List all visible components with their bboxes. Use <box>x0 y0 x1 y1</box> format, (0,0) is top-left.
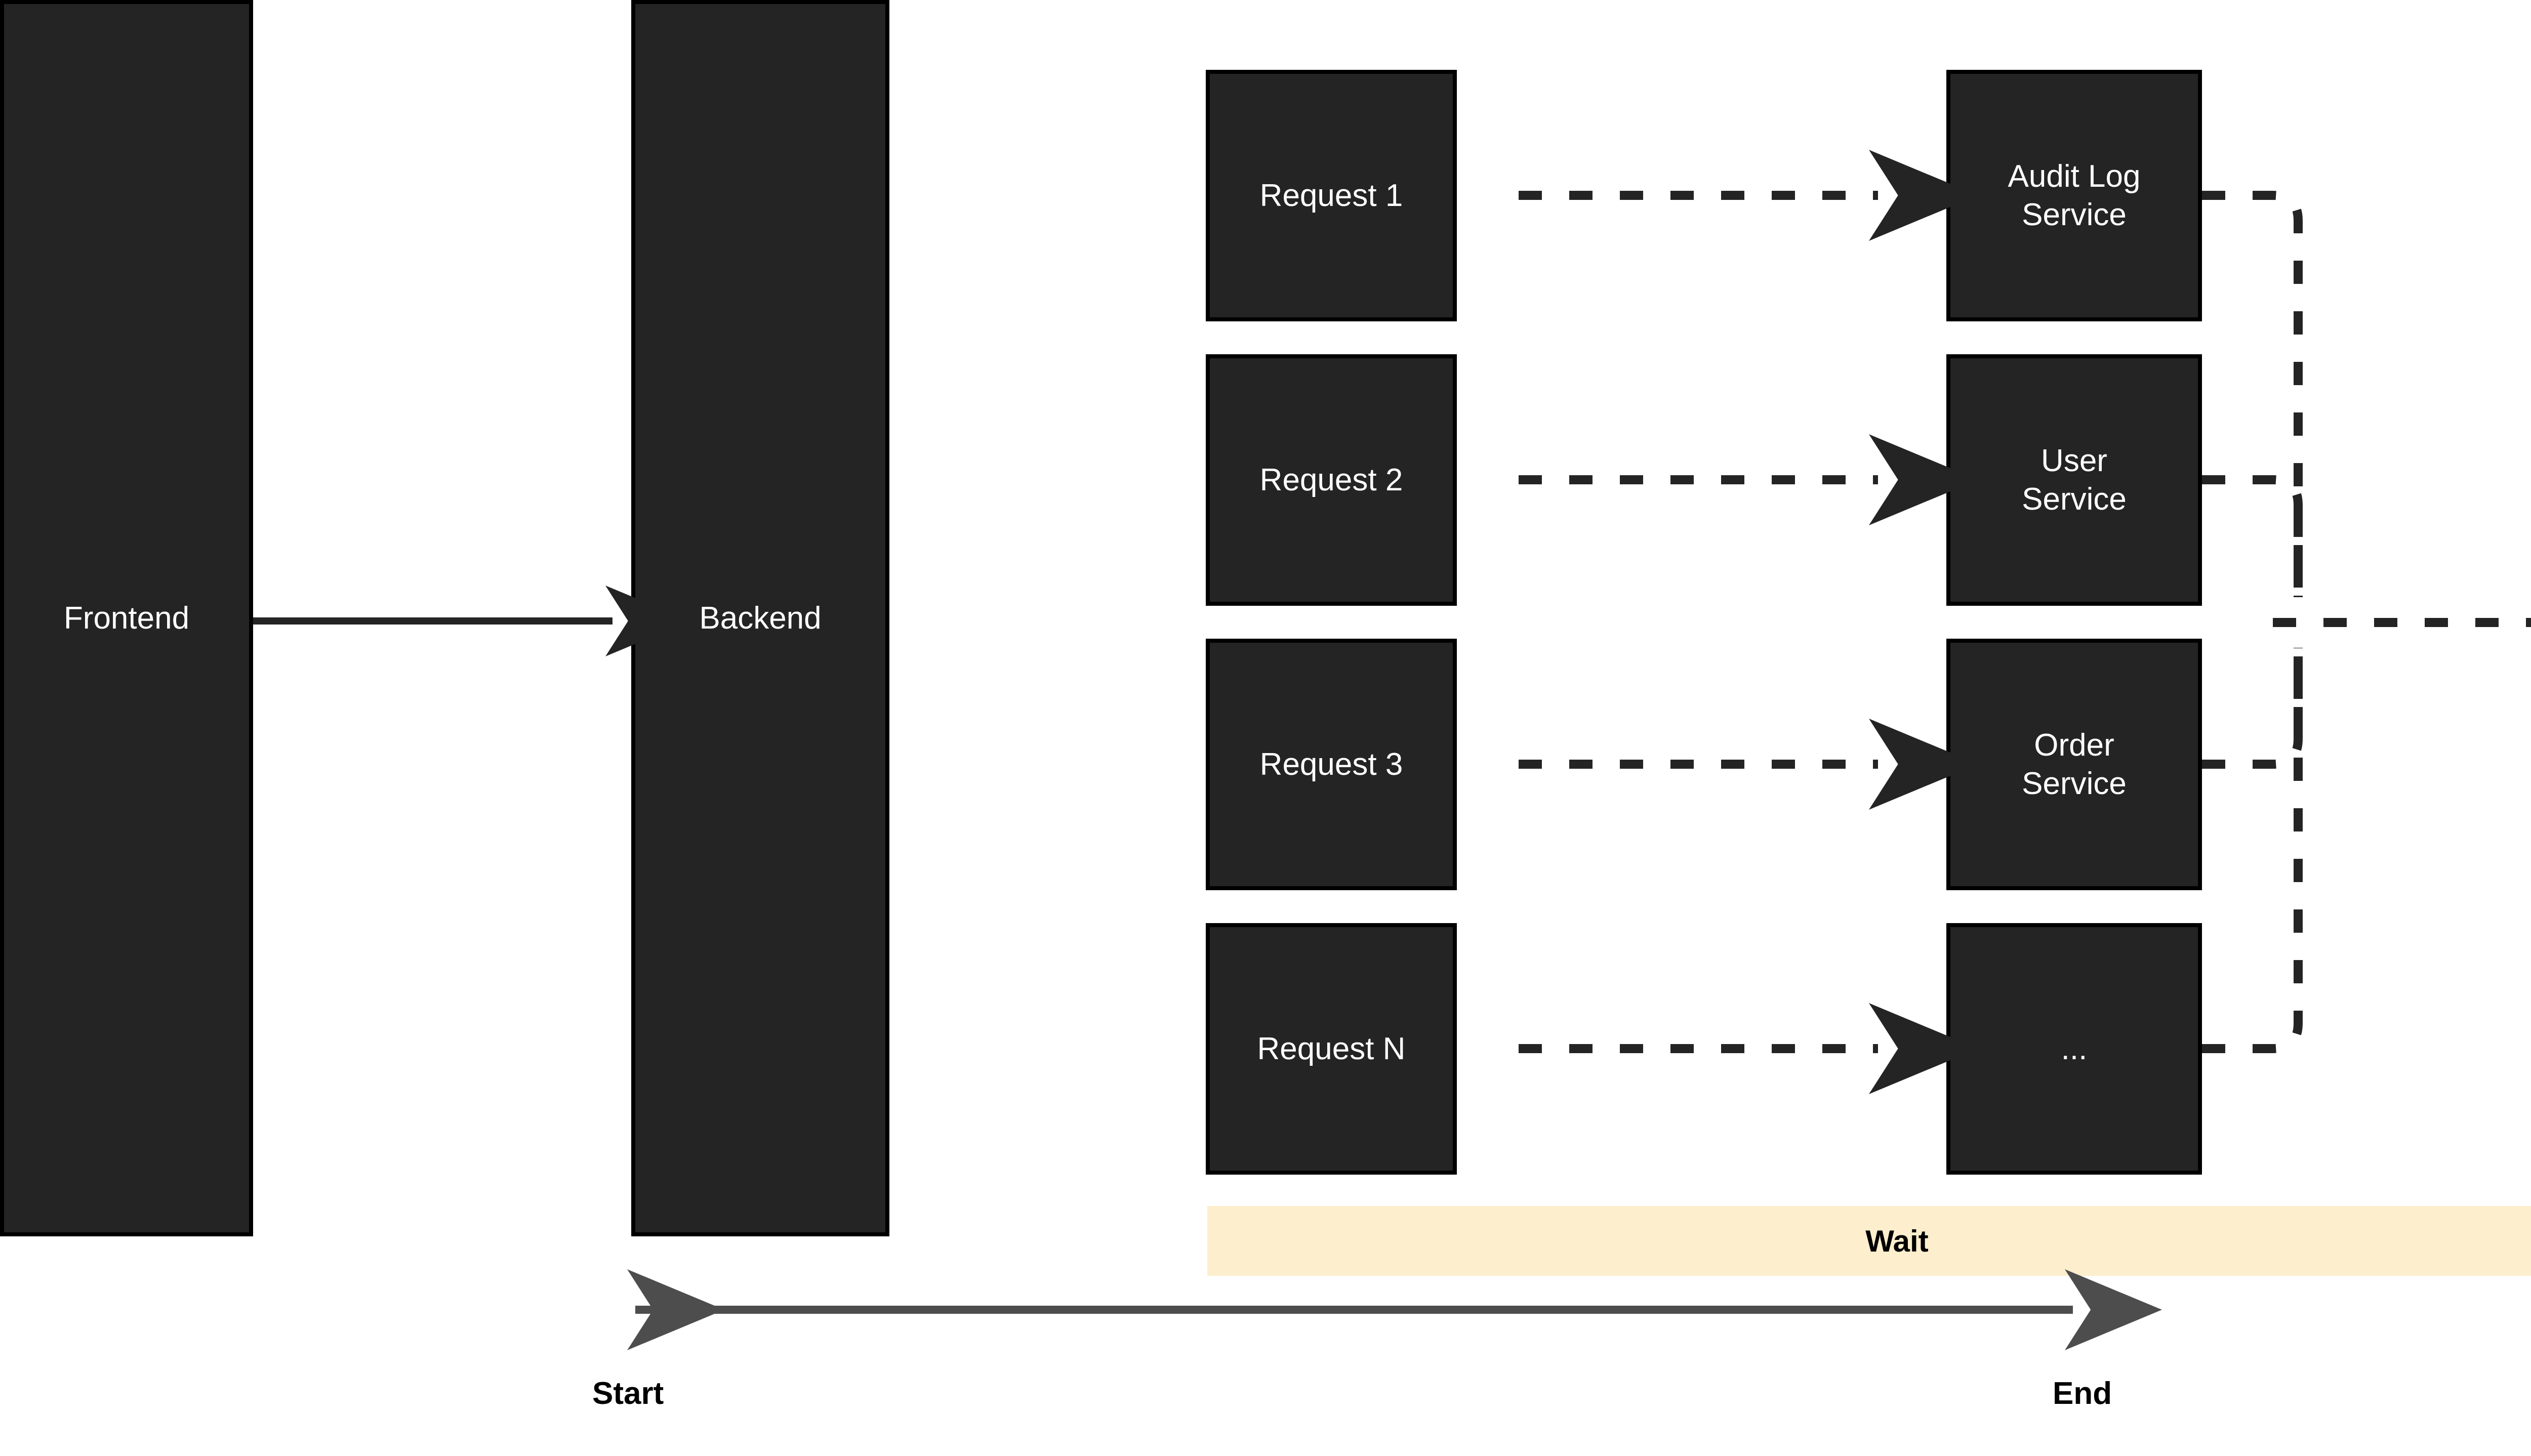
edge-audit-log-to-trunk <box>2202 191 2303 597</box>
node-request-3-label: Request 3 <box>1259 746 1403 782</box>
wait-band-label: Wait <box>1865 1224 1929 1258</box>
node-backend[interactable]: Backend <box>631 0 889 1236</box>
node-service-ellipsis[interactable]: ... <box>1946 923 2202 1175</box>
timeline-start-label: Start <box>592 1376 664 1411</box>
node-service-order[interactable]: Order Service <box>1946 639 2202 890</box>
wait-band: Wait <box>1207 1206 2531 1276</box>
node-request-3[interactable]: Request 3 <box>1206 639 1457 890</box>
node-service-ellipsis-label: ... <box>2061 1031 2088 1066</box>
edge-ellipsis-to-trunk <box>2202 648 2303 1053</box>
node-request-1[interactable]: Request 1 <box>1206 70 1457 321</box>
edge-order-service-to-trunk <box>2202 648 2303 769</box>
node-service-user-label: User Service <box>2022 443 2127 517</box>
node-frontend[interactable]: Frontend <box>0 0 253 1236</box>
timeline-end-label: End <box>2053 1376 2112 1411</box>
node-backend-label: Backend <box>699 600 822 636</box>
node-service-audit-log-label: Audit Log Service <box>2008 158 2141 232</box>
node-service-user[interactable]: User Service <box>1946 354 2202 606</box>
node-frontend-label: Frontend <box>63 600 190 636</box>
node-request-n[interactable]: Request N <box>1206 923 1457 1175</box>
node-service-order-label: Order Service <box>2022 727 2127 801</box>
node-request-1-label: Request 1 <box>1259 178 1403 213</box>
node-request-n-label: Request N <box>1257 1031 1406 1066</box>
node-request-2-label: Request 2 <box>1259 462 1403 497</box>
node-request-2[interactable]: Request 2 <box>1206 354 1457 606</box>
node-service-audit-log[interactable]: Audit Log Service <box>1946 70 2202 321</box>
edge-user-service-to-trunk <box>2202 475 2303 597</box>
